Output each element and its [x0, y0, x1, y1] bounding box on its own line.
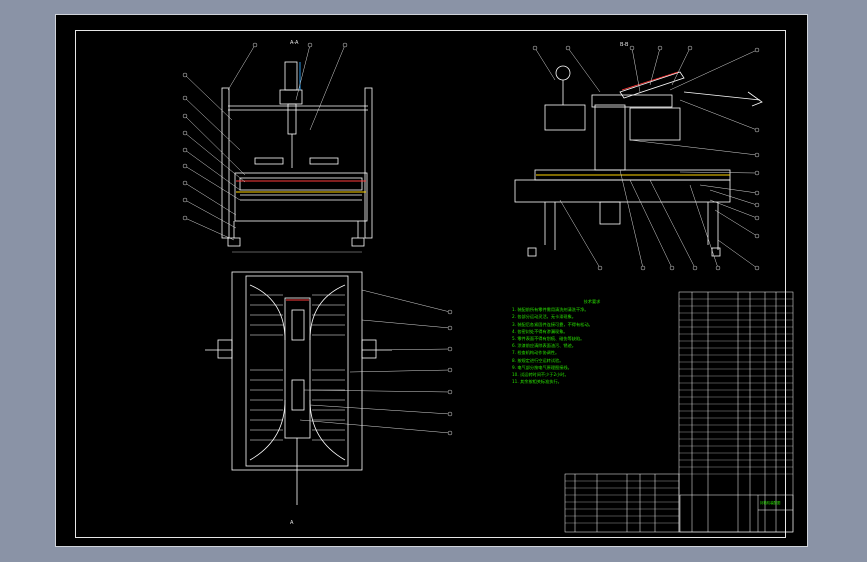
note-line: 8. 按规定进行空运转试验。 — [512, 357, 564, 363]
note-line: 6. 涂漆前应清除表面油污、锈迹。 — [512, 343, 576, 349]
bom-rows — [565, 298, 793, 524]
accents — [236, 62, 730, 301]
notes-title: 技术要求 — [583, 299, 601, 304]
note-line: 5. 零件表面不得有划痕、碰伤等缺陷。 — [512, 336, 585, 342]
side-view — [514, 65, 763, 257]
note-line: 2. 各部分运动灵活，无卡滞现象。 — [512, 314, 576, 320]
leader-lines — [184, 44, 758, 434]
side-view-label: B-B — [620, 42, 629, 48]
callout-balloons — [182, 42, 760, 436]
note-line: 7. 检查机构动作协调性。 — [512, 350, 560, 356]
note-line: 10. 试运转时间不少于2小时。 — [512, 372, 569, 378]
top-view — [205, 271, 392, 505]
front-view — [221, 61, 373, 253]
top-view-label: A — [290, 520, 294, 526]
drawing-sheet — [55, 14, 808, 547]
note-line: 11. 其余按相关标准执行。 — [512, 379, 562, 385]
bom-table — [564, 291, 794, 533]
front-view-label: A-A — [290, 40, 299, 46]
note-line: 4. 各密封处不得有渗漏现象。 — [512, 328, 568, 334]
technical-notes: 技术要求 1. 装配前所有零件需用清洗剂清洗干净。 2. 各部分运动灵活，无卡滞… — [512, 298, 672, 385]
drawing-frame — [75, 30, 786, 538]
note-line: 3. 装配后各紧固件连接可靠，不得有松动。 — [512, 321, 593, 327]
note-line: 9. 电气部分按电气原理图接线。 — [512, 364, 572, 370]
title-block-name: 封箱机装配图 — [760, 501, 781, 505]
note-line: 1. 装配前所有零件需用清洗剂清洗干净。 — [512, 307, 589, 313]
